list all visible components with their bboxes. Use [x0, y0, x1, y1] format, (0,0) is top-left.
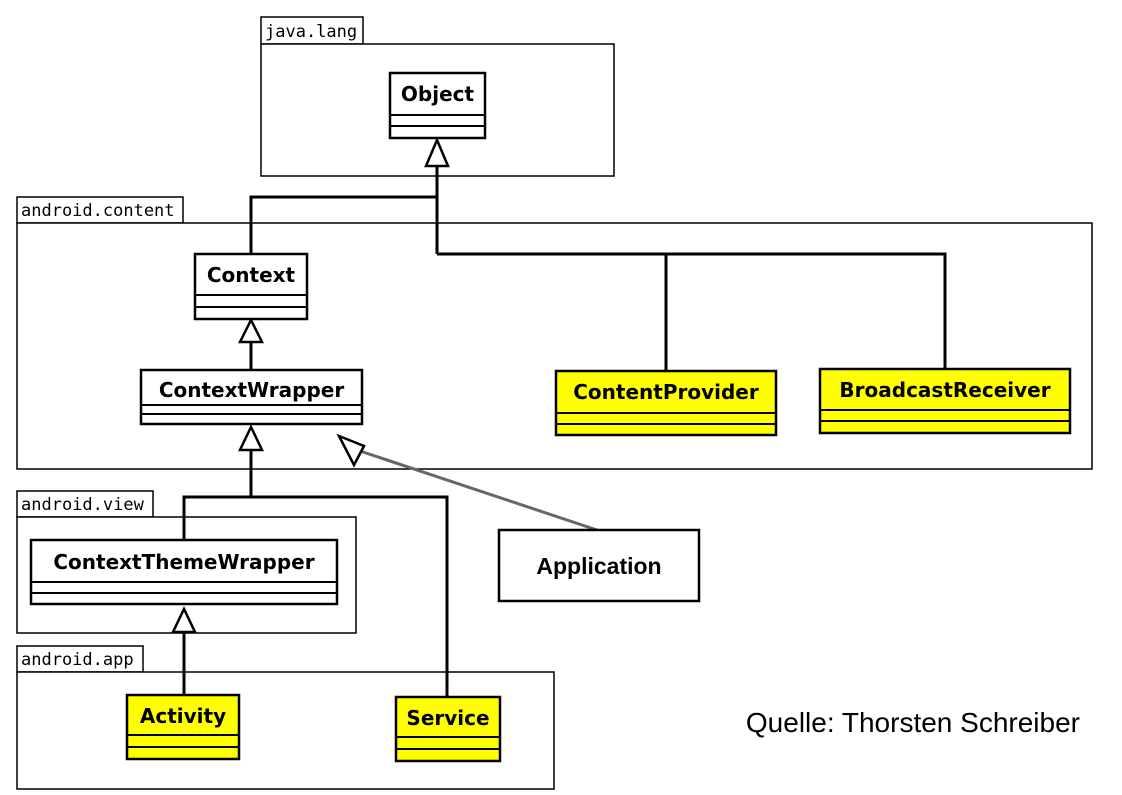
class-name: BroadcastReceiver — [839, 378, 1050, 402]
package-tab — [16, 645, 144, 673]
class-name: Service — [406, 706, 489, 730]
arrowhead-application — [336, 433, 366, 468]
class-box — [497, 528, 701, 603]
package-label: android.content — [21, 201, 175, 221]
package-tab — [16, 196, 184, 224]
class-name: Context — [207, 263, 296, 287]
class-name: Activity — [140, 704, 226, 728]
class-object: Object — [388, 71, 487, 140]
source-attribution: Quelle: Thorsten Schreiber — [746, 707, 1080, 738]
package-label: android.view — [21, 495, 145, 515]
class-context: Context — [193, 252, 309, 321]
class-name: Application — [536, 553, 661, 579]
package-tab — [260, 16, 364, 45]
broadcastreceiver-to-object-line — [666, 252, 947, 369]
class-broadcastreceiver: BroadcastReceiver — [818, 367, 1072, 435]
themewrapper-and-service-line — [182, 495, 449, 697]
class-contentprovider: ContentProvider — [554, 369, 778, 437]
application-to-contextwrapper-line — [359, 449, 598, 532]
package-label: android.app — [21, 650, 134, 670]
class-service: Service — [394, 695, 502, 763]
class-name: ContextWrapper — [159, 378, 345, 402]
class-contextwrapper: ContextWrapper — [139, 368, 364, 426]
context-to-object-line — [249, 195, 437, 254]
class-name: ContentProvider — [573, 380, 759, 404]
class-name: ContextThemeWrapper — [53, 550, 314, 574]
arrowhead-contextwrapper — [238, 424, 264, 452]
arrowhead-contextthemewrapper — [171, 606, 197, 634]
arrowheads — [171, 136, 450, 634]
class-application: Application — [497, 528, 701, 603]
class-name: Object — [401, 82, 475, 106]
arrowhead-object — [424, 136, 450, 168]
class-box — [193, 252, 309, 321]
class-activity: Activity — [125, 693, 241, 761]
package-label: java.lang — [265, 22, 357, 42]
class-contextthemewrapper: ContextThemeWrapper — [29, 538, 339, 606]
class-box — [818, 367, 1072, 435]
class-box — [125, 693, 241, 761]
inheritance-lines — [182, 166, 947, 697]
arrowhead-context — [237, 317, 265, 344]
class-box — [394, 695, 502, 763]
class-box — [388, 71, 487, 140]
